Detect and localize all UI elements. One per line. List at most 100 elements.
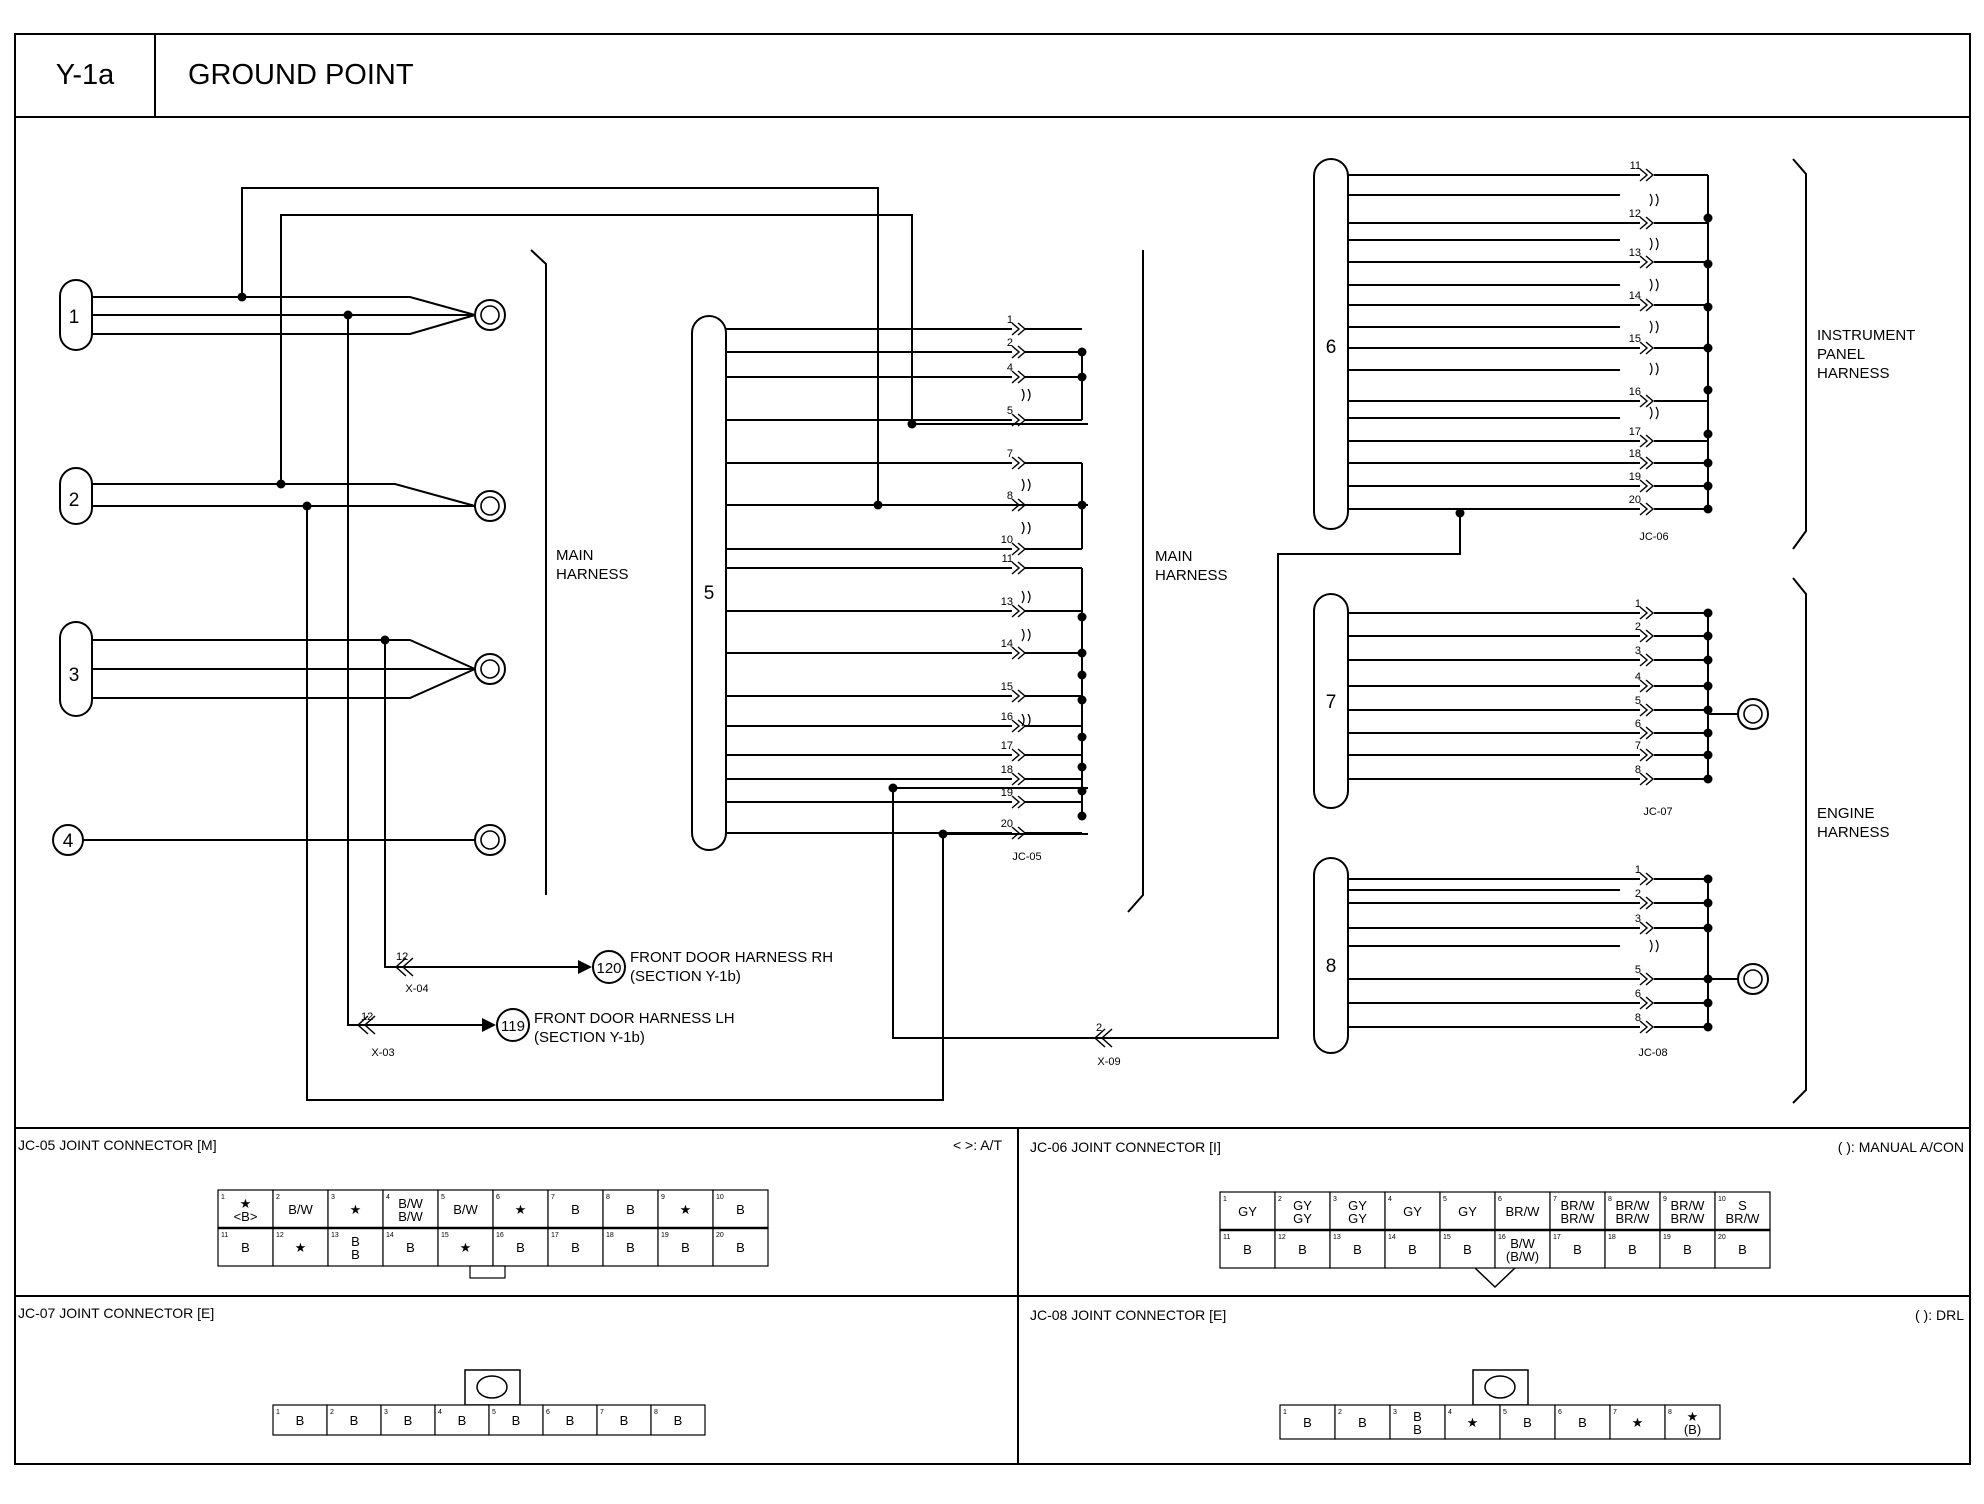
cavity-number: 10 [716,1194,724,1201]
cavity-number: 3 [331,1194,335,1201]
unused-pin-symbol [1649,237,1659,251]
wire-color: GY [1348,1198,1367,1213]
cavity-number: 18 [1608,1234,1616,1241]
connector-body-4 [52,824,84,856]
splice-dot [1703,998,1713,1008]
wire-color: ★ [1687,1409,1699,1424]
ground-symbol [474,824,506,856]
wire-color: B [1738,1242,1747,1257]
cavity-number: 17 [551,1232,559,1239]
pin-cavity [1274,1229,1331,1269]
splice-dot [1703,302,1713,312]
harness-bracket [1792,158,1807,550]
pin-cavity [602,1189,659,1229]
panel-title: JC-06 JOINT CONNECTOR [I] [1030,1139,1221,1155]
wire-color-alt: B [1413,1422,1422,1437]
cavity-number: 14 [386,1232,394,1239]
splice-dot [1703,874,1713,884]
pin-symbol [1011,542,1027,556]
unused-pin-symbol [1021,478,1031,492]
splice-dot [1703,385,1713,395]
pin-symbol [1011,370,1027,384]
pin-label: 4 [1007,362,1013,374]
splice-dot [888,783,898,793]
pin-label: 17 [1629,426,1641,438]
harness-label: HARNESS [1817,824,1890,841]
splice-dot [907,419,917,429]
cavity-number: 19 [661,1232,669,1239]
pin-label: 17 [1001,740,1013,752]
reference-arrow [482,1018,496,1032]
pin-label: 5 [1007,405,1013,417]
cavity-number: 16 [496,1232,504,1239]
wire-color-alt: GY [1348,1211,1367,1226]
connector-body-6 [1313,158,1349,530]
pin-label: 14 [1001,638,1013,650]
splice-dot [1703,631,1713,641]
splice-dot [276,479,286,489]
connector-number: 6 [1326,337,1337,358]
wire [347,315,494,1026]
cavity-number: 6 [1558,1409,1562,1416]
pin-symbol [1011,561,1027,575]
wire-color: B/W [1510,1236,1535,1251]
wire-color: B [1243,1242,1252,1257]
pin-cavity [492,1227,549,1267]
pin-cavity [327,1189,384,1229]
wire-color: B [1353,1242,1362,1257]
pin-symbol [1639,972,1655,986]
wire-color: B [1413,1409,1422,1424]
cavity-number: 7 [1553,1196,1557,1203]
cavity-number: 4 [1448,1409,1452,1416]
cavity-number: 3 [384,1409,388,1416]
pin-symbol [1639,772,1655,786]
connector-id: JC-08 [1638,1047,1667,1059]
panel-note: ( ): DRL [1915,1307,1964,1323]
ground-symbol-inner [480,496,500,516]
pin-symbol [1639,479,1655,493]
wire-color: BR/W [1616,1198,1651,1213]
harness-label: HARNESS [1817,365,1890,382]
wire-color: ★ [350,1202,362,1217]
cavity-number: 12 [1278,1234,1286,1241]
pin-cavity [650,1404,706,1436]
pin-symbol [1011,719,1027,733]
pin-symbol [1639,996,1655,1010]
wire-color: B [351,1234,360,1249]
pin-symbol [1639,434,1655,448]
cavity-number: 2 [330,1409,334,1416]
splice-dot [1077,811,1087,821]
cavity-number: 15 [441,1232,449,1239]
unused-pin-symbol [1021,713,1031,727]
wire-color: B [406,1240,415,1255]
unused-pin-symbol [1021,590,1031,604]
cavity-number: 5 [1443,1196,1447,1203]
harness-bracket [530,249,547,895]
connector-number: 5 [704,583,715,604]
cavity-number: 1 [1283,1409,1287,1416]
pin-label: 6 [1635,718,1641,730]
pin-symbol [1639,502,1655,516]
wire-color: ★ [1632,1415,1644,1430]
wire [384,640,588,968]
wire-color: B [566,1413,575,1428]
wire-color: B/W [398,1196,423,1211]
splice-dot [1703,429,1713,439]
pin-label: 8 [1007,490,1013,502]
pin-cavity [1444,1404,1501,1440]
pin-cavity [1274,1191,1331,1231]
cavity-number: 8 [654,1409,658,1416]
pin-label: 19 [1001,787,1013,799]
wire [241,187,1088,506]
splice-dot [1077,648,1087,658]
pin-label: 5 [1635,695,1641,707]
pin-label: 20 [1001,818,1013,830]
cavity-number: 15 [1443,1234,1451,1241]
wire-color: B [1298,1242,1307,1257]
connector-latch [469,1265,506,1279]
pin-symbol [1639,456,1655,470]
page-title: GROUND POINT [188,59,414,91]
cavity-number: 20 [1718,1234,1726,1241]
